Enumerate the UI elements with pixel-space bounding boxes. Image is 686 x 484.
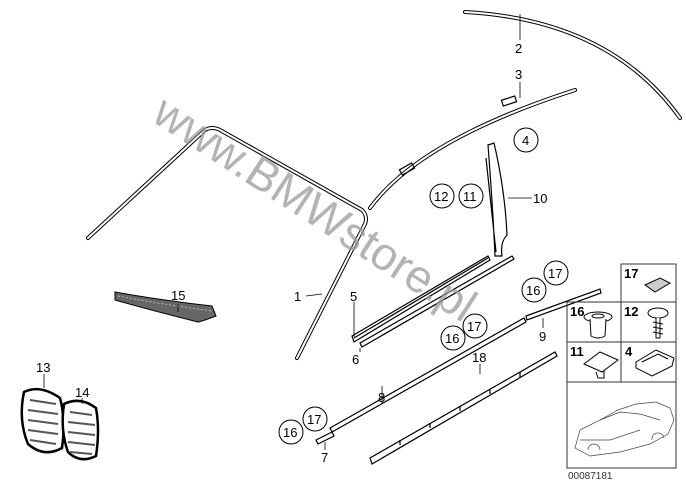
roof-molding-part-2[interactable] [463, 10, 682, 120]
pillar-trim-part-10[interactable] [485, 142, 508, 257]
windshield-seal-part-1[interactable] [86, 126, 368, 360]
legend-label-4: 4 [625, 344, 633, 359]
legend-label-11: 11 [570, 344, 584, 359]
door-strip-part-9[interactable] [525, 288, 602, 321]
diagram-code: 00087181 [568, 471, 613, 482]
callout-3: 3 [515, 67, 522, 82]
trim-piece-part-7[interactable] [315, 431, 335, 445]
callout-5: 5 [350, 289, 357, 304]
window-channel-part-5[interactable] [351, 255, 491, 343]
callout-16c: 16 [283, 425, 297, 440]
callout-17a: 17 [548, 266, 562, 281]
callout-12: 12 [434, 189, 448, 204]
callout-14: 14 [75, 385, 89, 400]
callout-4: 4 [522, 133, 529, 148]
callout-18: 18 [472, 350, 486, 365]
window-strip-part-6[interactable] [359, 255, 515, 348]
legend-panel [566, 263, 677, 469]
sill-molding-part-18[interactable] [369, 351, 558, 465]
callout-13: 13 [36, 360, 50, 375]
callout-16a: 16 [526, 283, 540, 298]
kidney-grille-part-13[interactable] [20, 387, 65, 454]
clip-nut-11-icon [583, 351, 619, 379]
callout-7: 7 [321, 450, 328, 465]
callout-17c: 17 [307, 412, 321, 427]
grommet-16-icon [583, 311, 613, 339]
callout-2: 2 [515, 41, 522, 56]
callout-16b: 16 [445, 331, 459, 346]
drip-molding-part-3[interactable] [368, 88, 577, 210]
callout-10: 10 [533, 191, 547, 206]
callout-17b: 17 [467, 319, 481, 334]
callout-1: 1 [294, 289, 301, 304]
callout-11: 11 [463, 189, 477, 204]
legend-label-12: 12 [624, 304, 638, 319]
clip-17-icon [644, 277, 672, 293]
callout-6: 6 [352, 352, 359, 367]
car-outline-icon [574, 401, 675, 457]
legend-label-16: 16 [570, 304, 584, 319]
callout-15: 15 [171, 288, 185, 303]
callout-8: 8 [378, 390, 385, 405]
cowl-grille-part-15[interactable] [114, 291, 217, 323]
door-molding-part-8[interactable] [329, 317, 527, 433]
screw-12-icon [647, 307, 669, 339]
callout-9: 9 [539, 329, 546, 344]
legend-label-17: 17 [624, 266, 638, 281]
kidney-grille-part-14[interactable] [61, 399, 100, 461]
clip-4-icon [635, 349, 675, 377]
